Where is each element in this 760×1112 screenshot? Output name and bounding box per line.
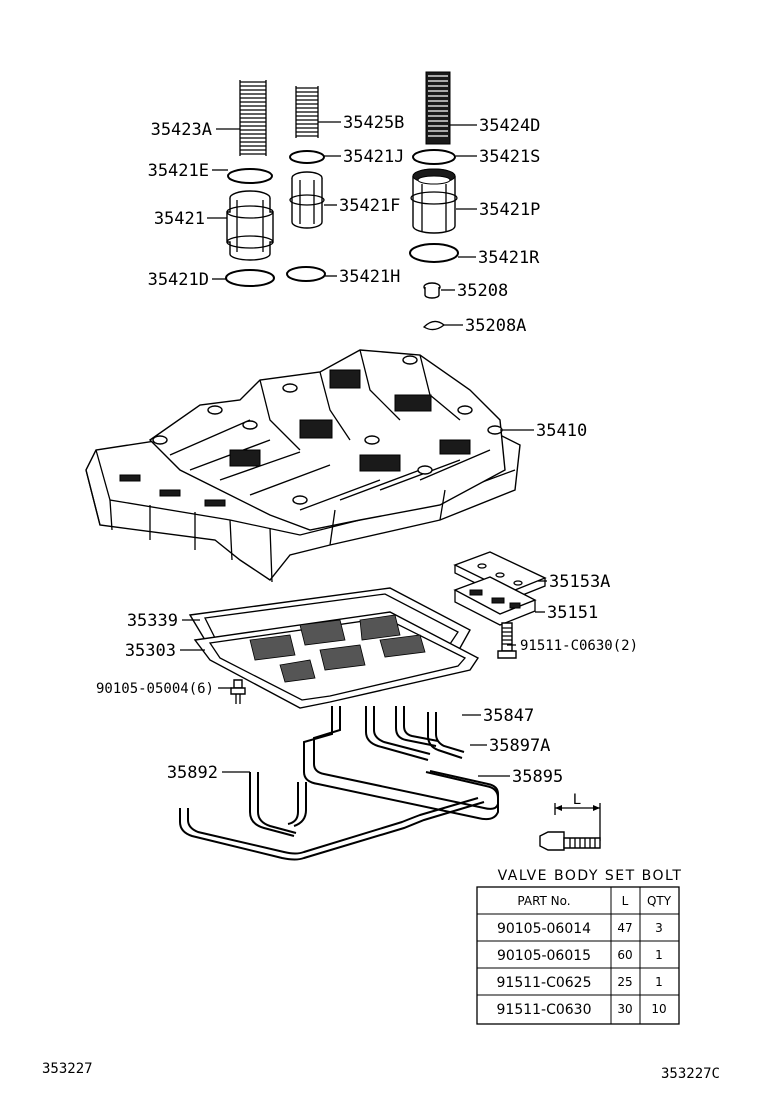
label-35421D: 35421D <box>148 270 209 290</box>
table-cell-l: 25 <box>617 975 632 989</box>
separator-plate-35303 <box>193 611 480 709</box>
cover-35153A <box>453 551 547 601</box>
set-bolt-dimension-figure <box>539 803 601 851</box>
o-ring-35421S <box>412 149 456 165</box>
o-ring-35421R <box>409 243 459 263</box>
table-cell-qty: 10 <box>651 1002 666 1016</box>
retainer-35208A <box>422 320 446 331</box>
label-35339: 35339 <box>127 611 178 631</box>
table-cell-l: 30 <box>617 1002 632 1016</box>
footer-code-left: 353227 <box>42 1061 93 1077</box>
label-35424D: 35424D <box>479 116 540 136</box>
label-35153A: 35153A <box>549 572 610 592</box>
label-35423A: 35423A <box>151 120 212 140</box>
table-cell-qty: 1 <box>655 948 663 962</box>
o-ring-35421E <box>227 168 273 184</box>
table-cell-qty: 3 <box>655 921 663 935</box>
label-35421H: 35421H <box>339 267 400 287</box>
sleeve-35421F <box>289 171 325 229</box>
label-35208: 35208 <box>457 281 508 301</box>
label-35303: 35303 <box>125 641 176 661</box>
label-35425B: 35425B <box>343 113 404 133</box>
plate-35151 <box>453 576 537 626</box>
dimension-label-l: L <box>573 792 581 808</box>
label-35421P: 35421P <box>479 200 540 220</box>
valve-body-set-bolt-table: VALVE BODY SET BOLT PART No. L QTY 90105… <box>476 868 683 1025</box>
sleeve-35421 <box>226 190 274 261</box>
tube-35895 <box>179 706 499 861</box>
label-35421E: 35421E <box>148 161 209 181</box>
check-ball-35208 <box>423 282 441 299</box>
label-35847: 35847 <box>483 706 534 726</box>
bolt-90105-05004 <box>230 679 246 704</box>
tube-35892 <box>249 772 307 837</box>
leader-lines <box>180 121 547 777</box>
tube-35847 <box>395 706 465 759</box>
tube-35897A <box>365 706 431 761</box>
spring-35424D <box>425 71 451 145</box>
label-35208A: 35208A <box>465 316 526 336</box>
label-35410: 35410 <box>536 421 587 441</box>
sleeve-35421P <box>410 168 458 234</box>
label-35895: 35895 <box>512 767 563 787</box>
valve-body-35410 <box>85 349 521 583</box>
label-35892: 35892 <box>167 763 218 783</box>
table-cell-part: 90105-06015 <box>497 948 591 964</box>
label-35421S: 35421S <box>479 147 540 167</box>
label-35421J: 35421J <box>343 147 404 167</box>
label-35897A: 35897A <box>489 736 550 756</box>
label-35421R: 35421R <box>478 248 540 268</box>
table-title: VALVE BODY SET BOLT <box>498 868 683 884</box>
label-90105-05004-6: 90105-05004(6) <box>96 681 214 697</box>
table-cell-part: 91511-C0625 <box>497 975 592 991</box>
table-cell-l: 47 <box>617 921 632 935</box>
o-ring-35421J <box>289 150 325 164</box>
spring-35425B <box>295 86 319 138</box>
bolt-91511-C0630 <box>497 622 517 659</box>
label-35151: 35151 <box>547 603 598 623</box>
table-cell-part: 90105-06014 <box>497 921 591 937</box>
table-header-qty: QTY <box>647 894 672 908</box>
table-cell-l: 60 <box>617 948 632 962</box>
label-35421: 35421 <box>154 209 205 229</box>
spring-35423A <box>238 78 268 158</box>
table-cell-part: 91511-C0630 <box>497 1002 592 1018</box>
table-header-l: L <box>622 894 629 908</box>
footer-code-right: 353227C <box>661 1066 720 1082</box>
table-header-part: PART No. <box>517 894 570 908</box>
label-35421F: 35421F <box>339 196 400 216</box>
o-ring-35421H <box>286 266 326 282</box>
table-cell-qty: 1 <box>655 975 663 989</box>
o-ring-35421D <box>225 269 275 287</box>
label-91511-C0630-2: 91511-C0630(2) <box>520 638 638 654</box>
